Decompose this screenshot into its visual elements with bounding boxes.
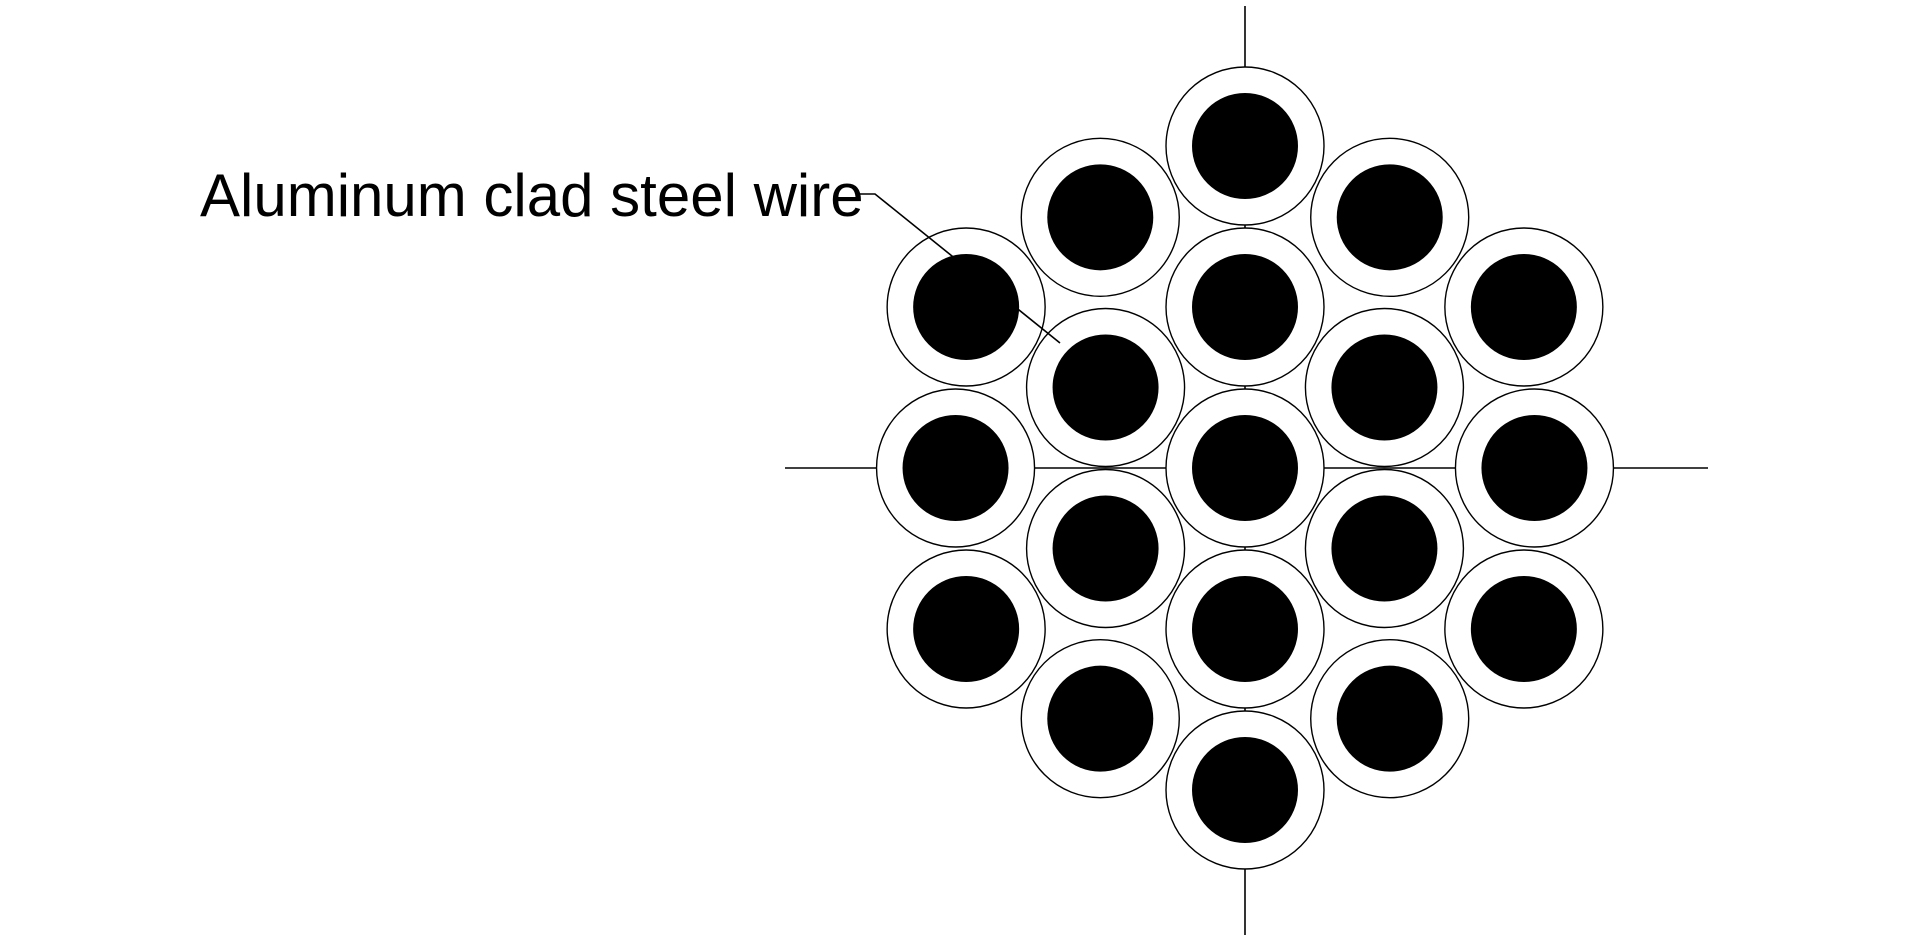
strand-outer-13 — [1165, 710, 1325, 870]
strand-outer-15 — [1444, 549, 1604, 709]
strand-outer-17 — [1444, 227, 1604, 387]
strand-inner-6 — [1304, 307, 1465, 468]
steel-core — [1047, 665, 1154, 772]
steel-core — [1052, 334, 1159, 441]
strand-group — [875, 66, 1615, 870]
strand-inner-3 — [1025, 468, 1186, 629]
steel-core — [1192, 576, 1298, 682]
strand-outer-16 — [1454, 388, 1615, 548]
strand-outer-9 — [886, 227, 1046, 387]
steel-core — [1052, 495, 1159, 602]
steel-core — [913, 576, 1020, 682]
steel-core — [1470, 576, 1577, 682]
steel-core — [1331, 495, 1438, 602]
steel-core — [1336, 665, 1443, 772]
steel-core — [1331, 334, 1438, 441]
steel-core — [902, 415, 1009, 521]
steel-core — [1192, 254, 1298, 360]
strand-outer-11 — [886, 549, 1046, 709]
steel-core — [1192, 737, 1298, 843]
strand-outer-8 — [1020, 137, 1180, 298]
steel-core — [1470, 254, 1577, 360]
steel-core — [1192, 93, 1298, 199]
callout-leader-line — [856, 193, 1061, 344]
strand-outer-12 — [1020, 638, 1180, 799]
steel-core — [913, 254, 1020, 360]
steel-core — [1336, 164, 1443, 271]
strand-inner-1 — [1165, 227, 1325, 387]
strand-center-0 — [1165, 388, 1325, 548]
steel-core — [1481, 415, 1588, 521]
strand-outer-7 — [1165, 66, 1325, 226]
strand-outer-10 — [875, 388, 1036, 548]
callout-label: Aluminum clad steel wire — [200, 162, 864, 229]
steel-core — [1192, 415, 1298, 521]
strand-outer-14 — [1310, 638, 1470, 799]
strand-inner-5 — [1304, 468, 1465, 629]
steel-core — [1047, 164, 1154, 271]
strand-inner-2 — [1025, 307, 1186, 468]
strand-outer-18 — [1310, 137, 1470, 298]
strand-inner-4 — [1165, 549, 1325, 709]
